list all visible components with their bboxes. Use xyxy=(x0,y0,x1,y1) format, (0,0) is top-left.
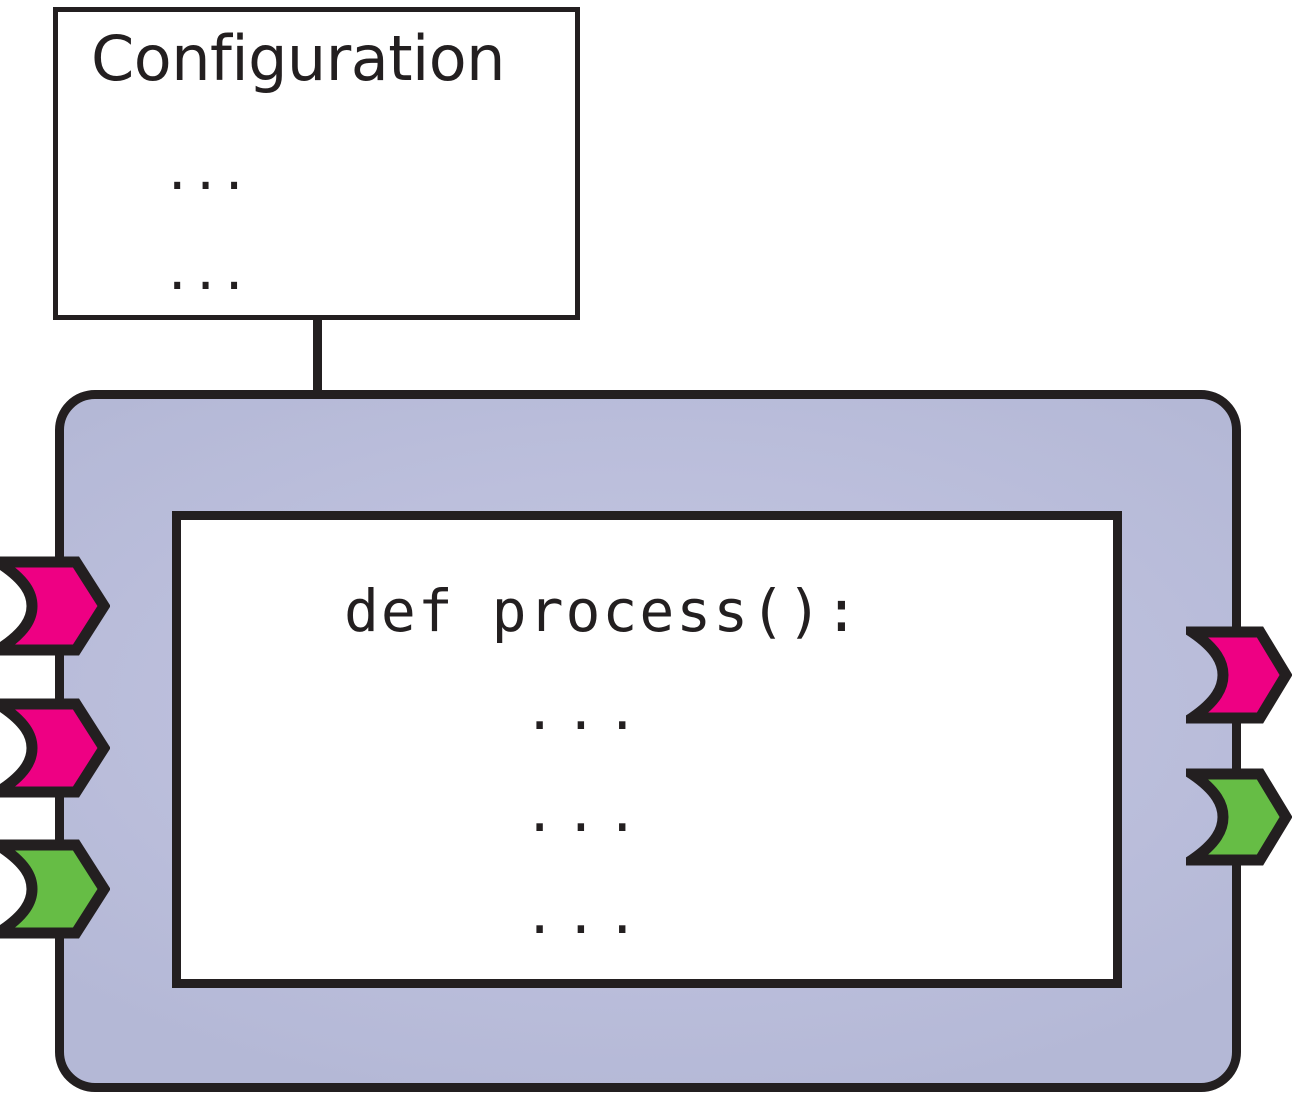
configuration-connector-line xyxy=(313,316,322,398)
input-port-1-magenta-arrow-icon[interactable] xyxy=(0,556,110,656)
configuration-line-2: ... xyxy=(168,235,254,303)
configuration-box[interactable]: Configuration ... ... xyxy=(53,7,580,320)
configuration-title: Configuration xyxy=(91,22,505,95)
code-box[interactable]: def process(): ... ... ... xyxy=(172,511,1122,988)
code-line-body-1: ... xyxy=(524,682,648,742)
input-port-2-magenta-arrow-icon[interactable] xyxy=(0,698,110,798)
code-line-body-2: ... xyxy=(524,784,648,844)
code-line-def-process: def process(): xyxy=(344,577,861,645)
configuration-line-1: ... xyxy=(168,135,254,203)
output-port-2-green-arrow-icon[interactable] xyxy=(1186,768,1292,866)
input-port-3-green-arrow-icon[interactable] xyxy=(0,839,110,939)
code-line-body-3: ... xyxy=(524,886,648,946)
output-port-1-magenta-arrow-icon[interactable] xyxy=(1186,626,1292,724)
